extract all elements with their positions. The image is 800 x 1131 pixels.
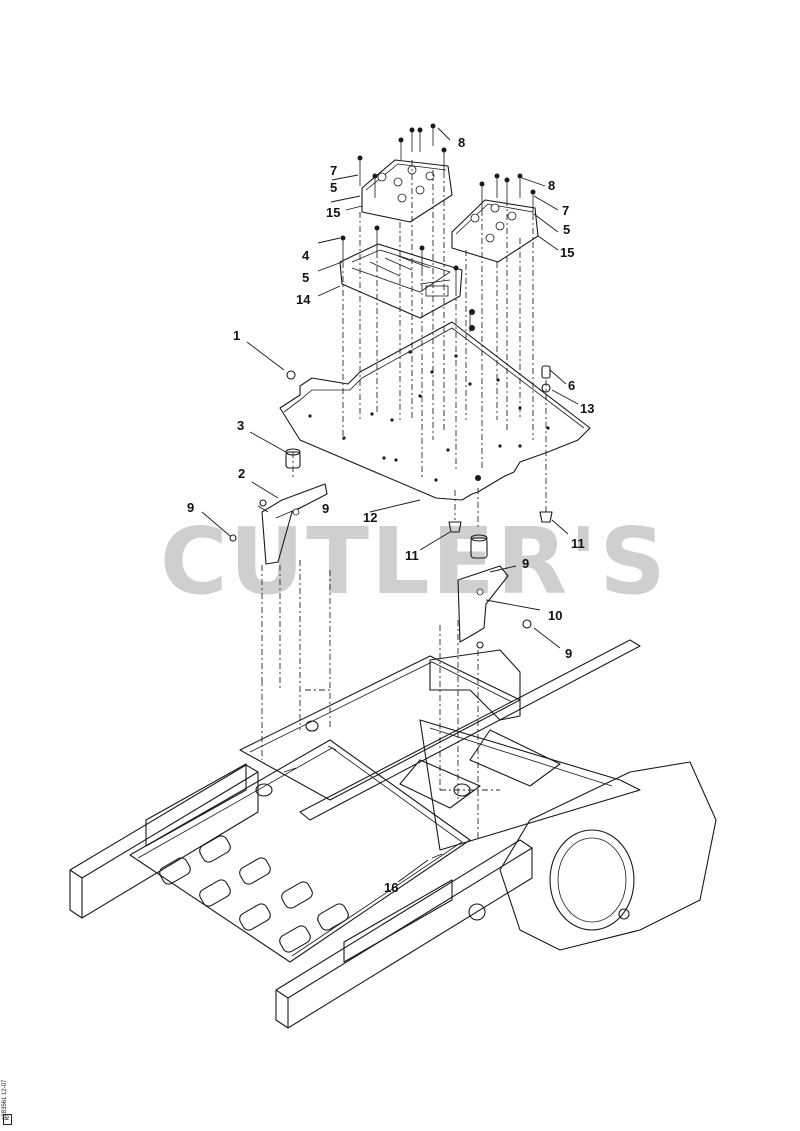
left-bracket xyxy=(229,483,328,565)
callout-8-right: 8 xyxy=(548,178,555,193)
right-bracket xyxy=(457,565,532,649)
callout-13: 13 xyxy=(580,401,594,416)
callout-6: 6 xyxy=(568,378,575,393)
callout-11-right: 11 xyxy=(571,536,585,551)
callout-16: 16 xyxy=(384,880,398,895)
watermark: CUTLER'S xyxy=(160,508,668,615)
callout-leaders xyxy=(201,127,579,883)
callout-9-left: 9 xyxy=(187,500,194,515)
callout-14: 14 xyxy=(296,292,311,307)
callout-15-right: 15 xyxy=(560,245,574,260)
callout-10: 10 xyxy=(548,608,562,623)
callout-11-left: 11 xyxy=(405,548,419,563)
callout-8-left: 8 xyxy=(458,135,465,150)
assembly-guide-lines xyxy=(261,160,547,840)
mounting-plate xyxy=(279,321,591,501)
callout-3: 3 xyxy=(237,418,244,433)
callout-9-bracket: 9 xyxy=(322,501,329,516)
callout-9-right-lower: 9 xyxy=(565,646,572,661)
callout-2: 2 xyxy=(238,466,245,481)
main-frame xyxy=(69,639,717,1029)
footer-mark: 2 xyxy=(3,1114,12,1125)
callout-4: 4 xyxy=(302,248,310,263)
callout-15-left: 15 xyxy=(326,205,340,220)
callout-5-right: 5 xyxy=(563,222,570,237)
callout-labels: 1 2 3 4 5 5 5 6 7 7 8 8 9 9 9 9 10 11 11… xyxy=(187,135,594,895)
right-controller-assembly xyxy=(451,173,539,263)
callout-5-left-upper: 5 xyxy=(330,180,337,195)
callout-12: 12 xyxy=(363,510,377,525)
callout-7-left: 7 xyxy=(330,163,337,178)
callout-7-right: 7 xyxy=(562,203,569,218)
callout-1: 1 xyxy=(233,328,240,343)
deck-slots xyxy=(159,835,349,953)
callout-5-left-lower: 5 xyxy=(302,270,309,285)
callout-9-right-upper: 9 xyxy=(522,556,529,571)
